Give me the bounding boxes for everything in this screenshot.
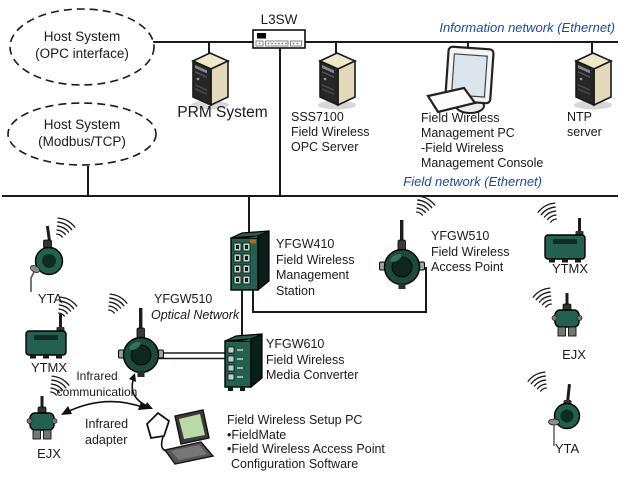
ntp-label: NTP server [567,110,602,139]
yta-left-icon [28,224,64,293]
ytmx-left-icon [25,313,67,360]
yfgw610-converter-icon [224,333,263,392]
wireless-waves-icon [537,202,557,223]
setup-pc-label: Field Wireless Setup PC •FieldMate •Fiel… [227,413,385,471]
ejx-left-label: EJX [37,446,61,461]
yfgw610-label: YFGW610 Field Wireless Media Converter [266,337,359,382]
host-opc-ellipse [9,8,155,86]
infrared-communication-label: Infrared communication [56,369,138,399]
l3sw-label: L3SW [260,12,298,27]
yfgw510-access-point-icon [378,219,426,290]
sss7100-server-icon [317,52,357,111]
wireless-waves-icon [532,287,552,308]
prm-label: PRM System [177,104,268,121]
ytmx-left-label: YTMX [30,360,68,375]
prm-server-icon [190,52,230,111]
sss7100-label: SSS7100 Field Wireless OPC Server [291,110,370,154]
infrared-communication-arrow [64,400,146,414]
information-network-label: Information network (Ethernet) [439,20,615,35]
network-lines [2,41,618,360]
ntp-server-icon [573,52,613,111]
management-pc-icon [426,45,495,115]
ejx-right-icon [551,292,583,337]
yta-left-label: YTA [37,291,63,306]
host-modbus-ellipse [7,102,157,166]
wireless-waves-icon [416,195,436,216]
yta-right-icon [547,383,581,447]
ejx-left-icon [26,395,58,440]
host-opc-label: Host System (OPC interface) [35,29,129,61]
arrowheads [61,373,153,415]
yfgw510-optical-note: Optical Network [151,308,240,322]
host-modbus-label: Host System (Modbus/TCP) [38,117,126,149]
wireless-waves-icon [108,293,128,314]
infrared-adapter-icon [145,411,171,440]
yfgw510-ap-label: YFGW510 Field Wireless Access Point [431,229,510,274]
ejx-right-label: EJX [562,347,586,362]
yfgw410-label: YFGW410 Field Wireless Management Statio… [276,237,355,298]
yfgw410-station-icon [230,230,270,291]
field-network-label: Field network (Ethernet) [403,174,542,189]
l3sw-switch-icon [252,29,306,49]
yta-right-label: YTA [554,441,580,456]
infrared-adapter-label: Infrared adapter [85,417,129,447]
ytmx-right-icon [544,217,586,264]
laptop-icon [163,409,215,465]
wireless-waves-icon [56,217,76,238]
wireless-waves-icon [527,371,547,392]
ytmx-right-label: YTMX [551,261,589,276]
yfgw410-ap-link [252,267,427,313]
yfgw510-optical-model: YFGW510 [154,292,213,306]
management-pc-label: Field Wireless Management PC -Field Wire… [421,111,544,170]
